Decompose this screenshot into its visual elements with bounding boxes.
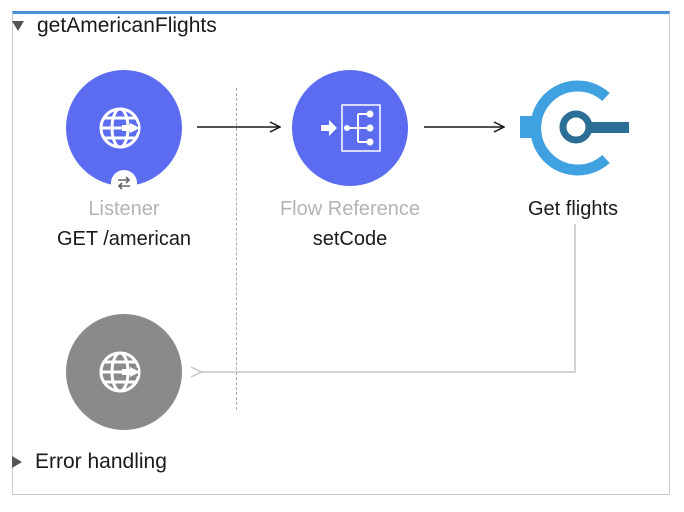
globe-arrow-icon bbox=[99, 351, 141, 393]
listener-name: GET /american bbox=[56, 228, 192, 250]
flow-title: getAmericanFlights bbox=[37, 14, 217, 37]
response-node[interactable] bbox=[66, 314, 182, 430]
flow-reference-name: setCode bbox=[312, 228, 388, 250]
connector-c-icon bbox=[520, 80, 629, 176]
collapse-triangle-icon[interactable] bbox=[12, 21, 24, 31]
flow-reference-icon bbox=[321, 104, 381, 152]
globe-arrow-icon bbox=[99, 107, 141, 149]
flow-reference-node[interactable] bbox=[292, 70, 408, 186]
expand-triangle-icon[interactable] bbox=[12, 456, 22, 468]
listener-type-label: Listener bbox=[88, 198, 160, 220]
flow-header[interactable]: getAmericanFlights bbox=[12, 12, 217, 40]
error-handling-label: Error handling bbox=[35, 450, 167, 473]
exchange-badge-icon bbox=[111, 170, 137, 196]
get-flights-node[interactable] bbox=[516, 70, 632, 186]
error-handling-header[interactable]: Error handling bbox=[12, 448, 167, 476]
get-flights-name: Get flights bbox=[527, 198, 619, 220]
flow-reference-type-label: Flow Reference bbox=[279, 198, 421, 220]
source-divider bbox=[236, 88, 237, 410]
listener-node[interactable] bbox=[66, 70, 182, 186]
